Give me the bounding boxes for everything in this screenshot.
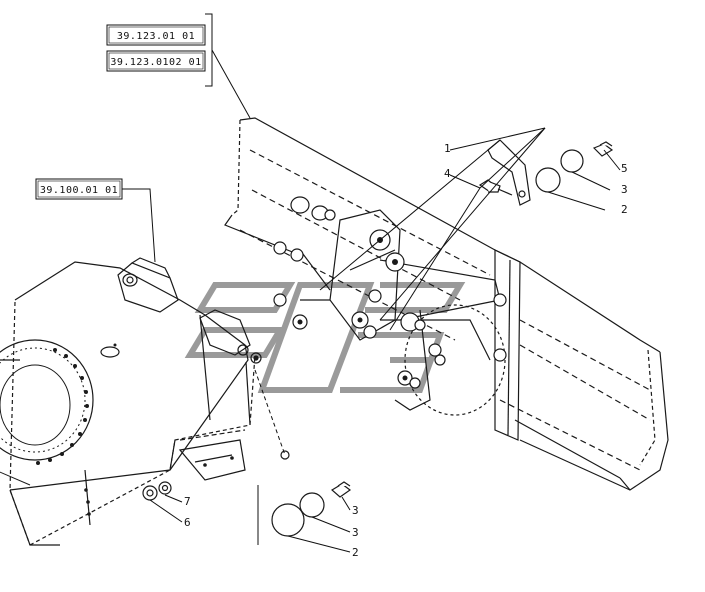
- pivot-lug-right: [199, 309, 262, 364]
- reference-label-3: 39.100.01 01: [40, 185, 118, 196]
- reference-box-3[interactable]: 39.100.01 01: [35, 178, 123, 200]
- watermark-logo: [184, 282, 466, 393]
- push-frame: [299, 209, 506, 416]
- nut-and-washer[interactable]: [142, 481, 172, 501]
- reference-box-2[interactable]: 39.123.0102 01: [106, 50, 206, 72]
- pivot-lug-left: [117, 257, 179, 313]
- frame-hole: [100, 346, 120, 358]
- machine-frame: [0, 261, 256, 546]
- turntable-bolts: [36, 348, 89, 465]
- callout-3-bottom-b: 3: [352, 526, 359, 539]
- pins-and-bolts[interactable]: [273, 196, 507, 460]
- reference-label-2: 39.123.0102 01: [110, 57, 201, 68]
- callout-7: 7: [184, 495, 191, 508]
- bolt-bottom[interactable]: [330, 481, 352, 498]
- callout-4: 4: [444, 167, 451, 180]
- callout-3-top: 3: [621, 183, 628, 196]
- reference-leaders: [122, 13, 251, 263]
- frame-bolts: [84, 456, 234, 516]
- callout-leaders: [149, 127, 621, 553]
- reference-label-1: 39.123.01 01: [117, 31, 195, 42]
- reference-box-1[interactable]: 39.123.01 01: [106, 24, 206, 46]
- callout-6: 6: [184, 516, 191, 529]
- turntable-ring: [0, 339, 94, 486]
- wing-bolt[interactable]: [478, 179, 513, 196]
- callout-2-top: 2: [621, 203, 628, 216]
- callout-5: 5: [621, 162, 628, 175]
- frame-dot: [113, 343, 117, 347]
- lock-bracket[interactable]: [487, 139, 531, 206]
- dozer-blade: [224, 117, 669, 491]
- callout-2-bottom: 2: [352, 546, 359, 559]
- callout-1: 1: [444, 142, 451, 155]
- bolt-top[interactable]: [592, 141, 614, 157]
- disc-plate-bottom[interactable]: [271, 492, 325, 537]
- callout-3-bottom-a: 3: [352, 504, 359, 517]
- disc-plate-top[interactable]: [535, 149, 584, 193]
